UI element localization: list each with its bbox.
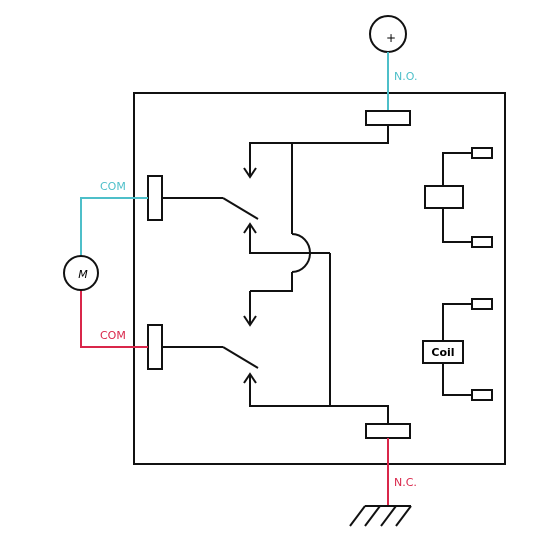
upper-nc-contact [249, 225, 330, 254]
coil-upper-body [424, 185, 464, 209]
motor-circle-icon [63, 255, 99, 291]
com-label-lower: COM [100, 329, 126, 342]
plus-label: + [386, 31, 396, 45]
upper-switch-blade [222, 197, 259, 220]
coil-label: Coil [431, 346, 454, 359]
power-source: + [369, 15, 407, 53]
coil-lower-body [422, 340, 464, 364]
com-terminal-lower [147, 324, 163, 370]
upper-no-arrowhead [243, 167, 257, 179]
lower-nc-arrowhead [243, 372, 257, 384]
upper-no-contact [249, 142, 292, 176]
motor: M [63, 255, 99, 291]
ground-icon [349, 505, 412, 527]
no-internal-bus [291, 125, 389, 234]
lower-nc-contact [249, 375, 389, 423]
com-wire-teal [80, 197, 148, 256]
nc-terminal [365, 423, 411, 439]
no-label: N.O. [394, 70, 417, 83]
no-terminal [365, 110, 411, 126]
lower-switch-blade [222, 346, 259, 369]
coil-upper [424, 147, 493, 248]
lower-no-arrowhead [243, 315, 257, 327]
com-label-upper: COM [100, 180, 126, 193]
com-terminal-upper [147, 175, 163, 221]
nc-label: N.C. [394, 476, 417, 489]
upper-nc-arrowhead [243, 222, 257, 234]
motor-label: M [78, 268, 88, 281]
com-wire-red [80, 290, 148, 348]
no-internal-bus-lower [250, 272, 293, 292]
coil-lower: Coil [422, 298, 493, 401]
relay-housing [133, 92, 506, 465]
